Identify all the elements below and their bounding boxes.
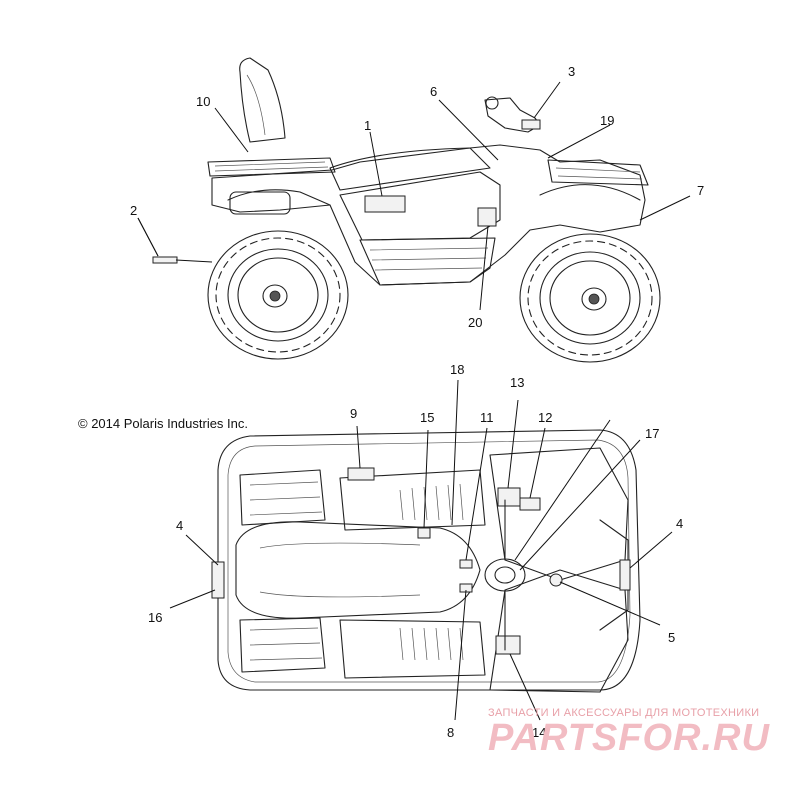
decal-4-front — [619, 559, 631, 591]
copyright-notice: © 2014 Polaris Industries Inc. — [78, 416, 248, 431]
decal-16 — [211, 561, 225, 599]
watermark-tagline: ЗАПЧАСТИ И АКСЕССУАРЫ ДЛЯ МОТОТЕХНИКИ — [488, 707, 759, 719]
decal-12 — [519, 497, 541, 511]
callout-4-front: 4 — [676, 516, 683, 531]
callout-11: 11 — [480, 410, 494, 425]
callout-5: 5 — [668, 630, 675, 645]
callout-13: 13 — [510, 375, 524, 390]
callout-17: 17 — [645, 426, 659, 441]
callout-14: 14 — [532, 725, 546, 740]
decal-20 — [477, 207, 497, 227]
decal-15 — [417, 527, 431, 539]
callout-9: 9 — [350, 406, 357, 421]
callout-3: 3 — [568, 64, 575, 79]
callout-4-rear: 4 — [176, 518, 183, 533]
decal-2 — [152, 256, 178, 264]
watermark-brand: PARTSFOR.RU — [488, 717, 770, 759]
decal-5 — [549, 573, 563, 587]
callout-20: 20 — [468, 315, 482, 330]
decal-13 — [497, 487, 521, 507]
atv-side-view — [152, 57, 661, 363]
decal-3 — [521, 119, 541, 130]
callout-7: 7 — [697, 183, 704, 198]
callout-18: 18 — [450, 362, 464, 377]
watermark: ЗАПЧАСТИ И АКСЕССУАРЫ ДЛЯ МОТОТЕХНИКИ PA… — [488, 707, 770, 759]
callout-12: 12 — [538, 410, 552, 425]
decal-1 — [364, 195, 406, 213]
callout-19: 19 — [600, 113, 614, 128]
front-wheel — [519, 233, 661, 363]
callout-2: 2 — [130, 203, 137, 218]
callout-1: 1 — [364, 118, 371, 133]
callout-labels: 1 2 3 4 4 5 6 7 8 9 10 11 12 13 14 15 16… — [130, 64, 704, 740]
decal-14 — [495, 635, 521, 655]
decal-9 — [347, 467, 375, 481]
callout-15: 15 — [420, 410, 434, 425]
leader-lines — [137, 81, 691, 721]
callout-6: 6 — [430, 84, 437, 99]
callout-10: 10 — [196, 94, 210, 109]
callout-16: 16 — [148, 610, 162, 625]
rear-wheel — [207, 230, 349, 360]
atv-top-view — [211, 429, 641, 693]
callout-8: 8 — [447, 725, 454, 740]
decal-11 — [459, 559, 473, 569]
